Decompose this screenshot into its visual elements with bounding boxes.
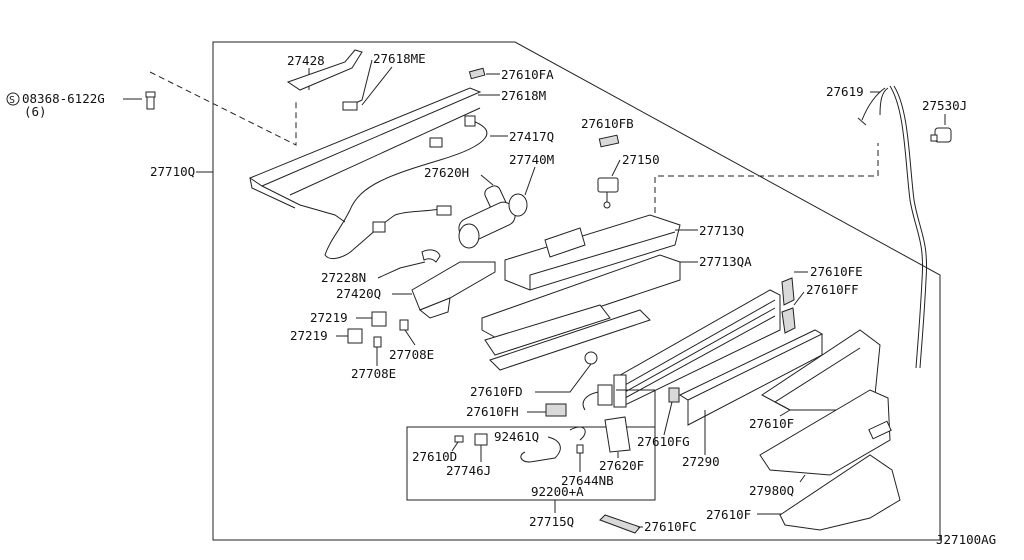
screw-callout: S 08368-6122G (6) bbox=[6, 71, 297, 146]
label-27228N: 27228N bbox=[321, 270, 366, 285]
label-27715Q: 27715Q bbox=[529, 514, 574, 529]
label-27610FH: 27610FH bbox=[466, 404, 519, 419]
label-27618ME: 27618ME bbox=[373, 51, 426, 66]
evaporator-seal bbox=[678, 329, 824, 426]
label-27620H: 27620H bbox=[424, 165, 469, 180]
label-27150: 27150 bbox=[622, 152, 660, 167]
cover-middle-27980Q bbox=[759, 389, 892, 476]
duct-27713QA bbox=[481, 254, 681, 371]
screw-part-number: 08368-6122G bbox=[22, 91, 105, 106]
label-27610FA: 27610FA bbox=[501, 67, 554, 82]
bracket-27428 bbox=[286, 49, 363, 91]
harness-27417Q bbox=[324, 115, 488, 259]
pad-27610FG bbox=[668, 387, 680, 403]
pipe-upper bbox=[569, 426, 586, 441]
pad-27610FE bbox=[781, 277, 795, 306]
expansion-valve bbox=[582, 384, 613, 411]
label-27713QA: 27713QA bbox=[699, 254, 752, 269]
label-27710Q: 27710Q bbox=[150, 164, 195, 179]
label-27428: 27428 bbox=[287, 53, 325, 68]
o-ring-27644NB bbox=[576, 444, 584, 454]
rail-27618M bbox=[248, 87, 482, 223]
label-27610FE: 27610FE bbox=[810, 264, 863, 279]
label-27980Q: 27980Q bbox=[749, 483, 794, 498]
duct-27713Q bbox=[504, 214, 681, 291]
label-27746J: 27746J bbox=[446, 463, 491, 478]
label-27420Q: 27420Q bbox=[336, 286, 381, 301]
clip-27708E-b bbox=[373, 336, 382, 348]
label-27610FD: 27610FD bbox=[470, 384, 523, 399]
label-27644NB: 27644NB bbox=[561, 473, 614, 488]
label-27620F: 27620F bbox=[599, 458, 644, 473]
clip-27618ME bbox=[342, 101, 358, 111]
label-27610F-b: 27610F bbox=[706, 507, 751, 522]
switch-27219-b bbox=[347, 328, 363, 344]
label-27708E-b: 27708E bbox=[351, 366, 396, 381]
label-27618M: 27618M bbox=[501, 88, 546, 103]
drain-tube bbox=[889, 85, 924, 369]
label-27290: 27290 bbox=[682, 454, 720, 469]
seal-27620F bbox=[604, 416, 631, 453]
screw-symbol-letter: S bbox=[9, 95, 15, 106]
grommet-27530J bbox=[930, 127, 952, 143]
label-27610FB: 27610FB bbox=[581, 116, 634, 131]
diagram-id: J27100AG bbox=[936, 532, 996, 547]
hose-27228N bbox=[421, 249, 441, 263]
label-27610FF: 27610FF bbox=[806, 282, 859, 297]
pipe-92461Q bbox=[520, 436, 561, 463]
label-27219-b: 27219 bbox=[290, 328, 328, 343]
cover-lower bbox=[779, 454, 901, 531]
sensor-27746J bbox=[474, 433, 488, 446]
label-27713Q: 27713Q bbox=[699, 223, 744, 238]
evaporator-27290 bbox=[613, 289, 781, 408]
label-92200A: 92200+A bbox=[531, 484, 584, 499]
label-92461Q: 92461Q bbox=[494, 429, 539, 444]
clip-27610D bbox=[454, 435, 464, 443]
pad-27610FA bbox=[468, 67, 486, 80]
label-27610FG: 27610FG bbox=[637, 434, 690, 449]
assembly-boundary bbox=[212, 41, 941, 541]
screw-part bbox=[145, 91, 156, 110]
label-27610F-a: 27610F bbox=[749, 416, 794, 431]
label-27219-a: 27219 bbox=[310, 310, 348, 325]
label-27530J: 27530J bbox=[922, 98, 967, 113]
screw-quantity: (6) bbox=[24, 104, 47, 119]
grommet-27610FD bbox=[584, 351, 598, 365]
clip-27708E-a bbox=[399, 319, 409, 331]
pad-27610FB bbox=[598, 134, 620, 148]
intake-27420Q bbox=[411, 261, 496, 319]
label-27619: 27619 bbox=[826, 84, 864, 99]
label-27740M: 27740M bbox=[509, 152, 554, 167]
screw-symbol-circle bbox=[6, 92, 20, 106]
pad-27610FF bbox=[781, 307, 796, 334]
label-27417Q: 27417Q bbox=[509, 129, 554, 144]
pad-27610FH bbox=[545, 403, 567, 417]
label-27610D: 27610D bbox=[412, 449, 457, 464]
actuator-27150 bbox=[597, 177, 619, 209]
blower-motor bbox=[458, 185, 528, 249]
label-27708E-a: 27708E bbox=[389, 347, 434, 362]
pad-27610FC bbox=[599, 514, 641, 534]
hose-27619 bbox=[861, 87, 886, 121]
switch-27219-a bbox=[371, 311, 387, 327]
label-27610FC: 27610FC bbox=[644, 519, 697, 534]
